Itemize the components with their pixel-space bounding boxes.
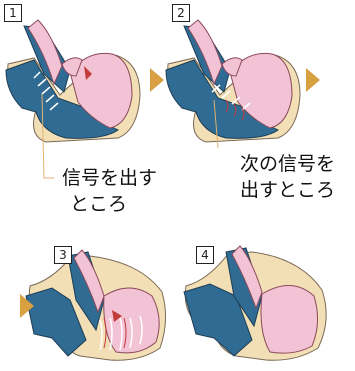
step-arrow-1 [150, 68, 164, 92]
caption-signal-origin-line1: 信号を出す [62, 166, 157, 190]
caption-next-signal-line1: 次の信号を [240, 152, 335, 176]
step-number-2: 2 [172, 4, 190, 22]
panel-1-heart [6, 20, 140, 178]
panel-2-heart [166, 20, 300, 148]
caption-next-signal-line2: 出すところ [240, 178, 335, 202]
step-number-3: 3 [54, 246, 72, 264]
step-number-1: 1 [4, 4, 22, 22]
caption-signal-origin-line2: ところ [70, 192, 127, 216]
step-number-4: 4 [196, 246, 214, 264]
step-arrow-2 [306, 68, 320, 92]
panel-3-heart [26, 250, 166, 360]
